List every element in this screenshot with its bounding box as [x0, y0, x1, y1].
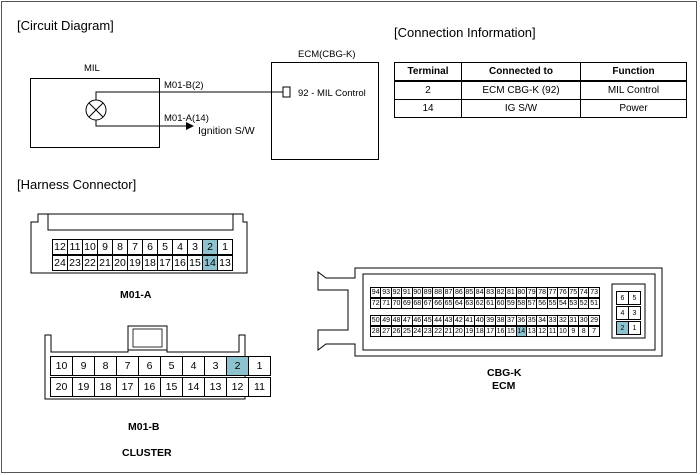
table-row: 2 ECM CBG-K (92) MIL Control — [394, 80, 687, 100]
m01a-pin: 19 — [127, 255, 143, 271]
m01a-pin: 21 — [97, 255, 113, 271]
header-terminal: Terminal — [394, 62, 462, 82]
table-header-row: Terminal Connected to Function — [394, 62, 687, 82]
ecm-pin: 73 — [588, 287, 600, 298]
m01b-pin: 9 — [72, 356, 95, 376]
ecm-side-pin: 4 — [616, 306, 629, 320]
m01a-pin: 17 — [157, 255, 173, 271]
table-row: 14 IG S/W Power — [394, 99, 687, 118]
m01b-pin: 1 — [248, 356, 271, 376]
m01a-pin: 11 — [67, 239, 83, 255]
ecm-pin: 51 — [588, 298, 600, 309]
m01b-pin: 17 — [116, 377, 139, 397]
m01b-housing — [44, 334, 246, 400]
header-function: Function — [580, 62, 687, 82]
ecm-box — [271, 62, 379, 160]
mil-label: MIL — [84, 63, 100, 74]
ecm-pin: 29 — [588, 315, 600, 326]
cell-function: Power — [580, 99, 687, 118]
ecm-label: ECM(CBG-K) — [298, 49, 356, 60]
m01a-housing — [30, 213, 248, 274]
m01b-pin: 8 — [94, 356, 117, 376]
m01b-pin: 20 — [50, 377, 73, 397]
m01b-pin: 15 — [160, 377, 183, 397]
m01b-pin: 5 — [160, 356, 183, 376]
m01b-pin: 19 — [72, 377, 95, 397]
m01a-pin: 12 — [52, 239, 68, 255]
ecm-side-pin: 6 — [616, 291, 629, 305]
ecm-pin: 7 — [588, 326, 600, 337]
ignition-switch-label: Ignition S/W — [198, 125, 255, 137]
m01a-pin: 10 — [82, 239, 98, 255]
m01a-pin: 18 — [142, 255, 158, 271]
ecm-pin-label: 92 - MIL Control — [298, 88, 366, 99]
connection-table: Terminal Connected to Function 2 ECM CBG… — [394, 62, 687, 118]
m01b-pin: 12 — [226, 377, 249, 397]
mil-box — [30, 78, 160, 148]
m01a-pin: 2 — [202, 239, 218, 255]
m01a-pin: 20 — [112, 255, 128, 271]
m01b-pin: 10 — [50, 356, 73, 376]
m01b-pin: 3 — [204, 356, 227, 376]
m01b-pin: 11 — [248, 377, 271, 397]
m01a-pin: 1 — [217, 239, 233, 255]
m01a-pin: 6 — [142, 239, 158, 255]
m01a-pin: 16 — [172, 255, 188, 271]
ecm-side-pin: 1 — [628, 321, 641, 335]
m01a-pin: 15 — [187, 255, 203, 271]
ecm-housing — [317, 267, 663, 357]
m01b-pin: 4 — [182, 356, 205, 376]
m01b-pin: 6 — [138, 356, 161, 376]
m01b-latch — [127, 325, 168, 351]
m01a-pin: 5 — [157, 239, 173, 255]
m01a-pin: 3 — [187, 239, 203, 255]
m01a-label: M01-A — [120, 289, 152, 301]
m01b-pin: 18 — [94, 377, 117, 397]
m01b-label: M01-B — [128, 421, 160, 433]
m01b-pin: 7 — [116, 356, 139, 376]
ecm-connector-label: CBG-K — [487, 367, 522, 379]
ecm-side-pin: 3 — [628, 306, 641, 320]
ecm-sublabel: ECM — [492, 380, 516, 392]
m01a-pin: 23 — [67, 255, 83, 271]
wire-label-m01b: M01-B(2) — [164, 80, 204, 91]
harness-connector-title: [Harness Connector] — [17, 177, 137, 192]
wire-label-m01a: M01-A(14) — [164, 113, 209, 124]
m01a-pin: 8 — [112, 239, 128, 255]
m01a-pin: 13 — [217, 255, 233, 271]
m01a-pin: 9 — [97, 239, 113, 255]
m01a-pin: 4 — [172, 239, 188, 255]
m01b-pin: 14 — [182, 377, 205, 397]
m01b-pin: 16 — [138, 377, 161, 397]
m01b-pin: 2 — [226, 356, 249, 376]
m01a-pin: 24 — [52, 255, 68, 271]
connection-info-title: [Connection Information] — [394, 25, 536, 40]
circuit-diagram-title: [Circuit Diagram] — [17, 18, 114, 33]
m01b-pin: 13 — [204, 377, 227, 397]
m01a-pin: 7 — [127, 239, 143, 255]
m01a-pin: 22 — [82, 255, 98, 271]
cell-terminal: 14 — [394, 99, 462, 118]
cluster-label: CLUSTER — [122, 447, 172, 459]
ecm-side-pin: 5 — [628, 291, 641, 305]
m01a-pin: 14 — [202, 255, 218, 271]
header-connected-to: Connected to — [461, 62, 581, 82]
